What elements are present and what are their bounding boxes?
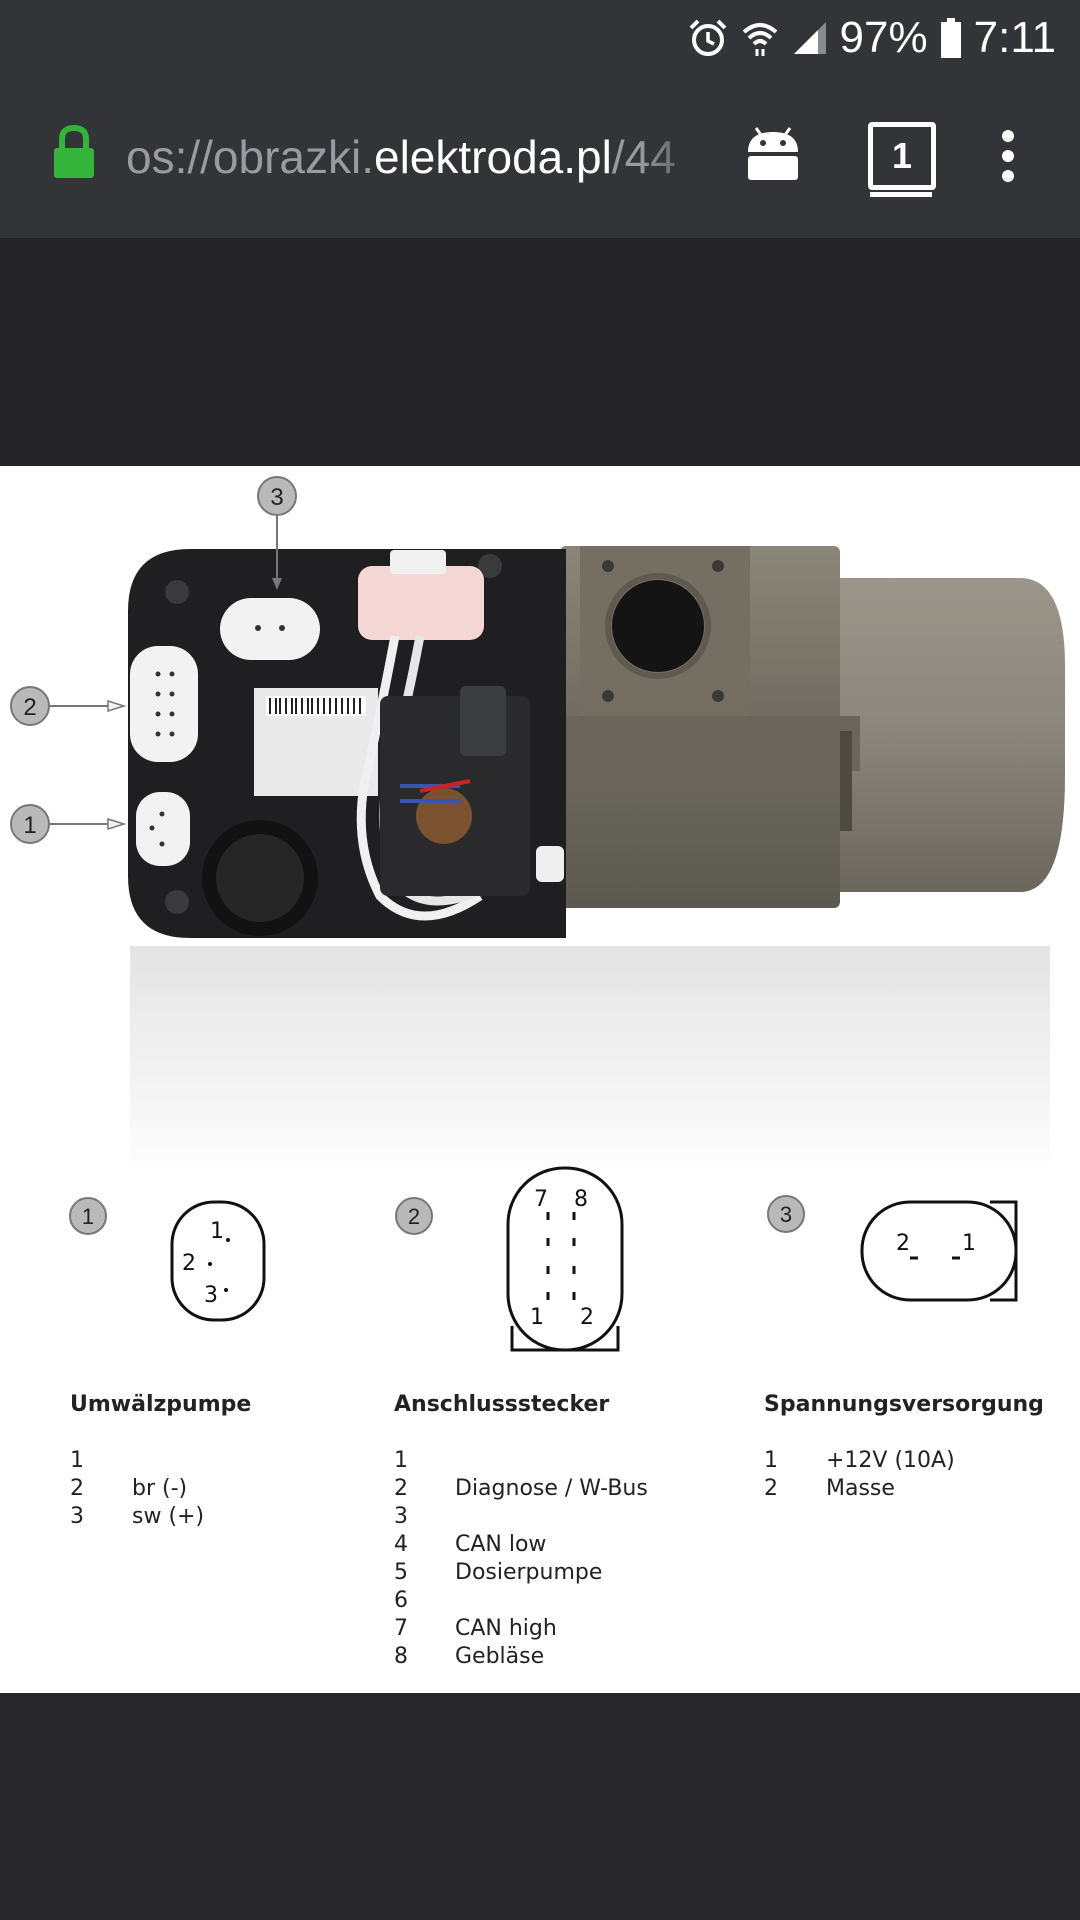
battery-icon bbox=[940, 18, 961, 58]
pin-number: 6 bbox=[394, 1588, 408, 1613]
android-icon[interactable] bbox=[744, 126, 802, 182]
pin-number: 7 bbox=[394, 1616, 408, 1641]
pin-number: 1 bbox=[70, 1448, 84, 1473]
table-row: 2 bbox=[70, 1476, 84, 1501]
status-bar: 97% 7:11 bbox=[0, 0, 1080, 76]
table-title-anschlussstecker: Anschlussstecker bbox=[394, 1392, 610, 1417]
clock: 7:11 bbox=[973, 13, 1056, 62]
browser-toolbar: os://obrazki.elektroda.pl/44 1 bbox=[0, 76, 1080, 238]
pin-label: 3 bbox=[204, 1283, 218, 1308]
pin-description: Gebläse bbox=[455, 1644, 545, 1669]
table-row: 3 bbox=[70, 1504, 84, 1529]
pin-label: 8 bbox=[574, 1187, 588, 1212]
pin-label: 1 bbox=[530, 1305, 544, 1330]
pin-description: br (-) bbox=[132, 1476, 188, 1501]
alarm-icon bbox=[689, 19, 726, 56]
url-fade bbox=[640, 122, 714, 192]
callout-label: 1 bbox=[23, 812, 36, 839]
pin-label: 2 bbox=[896, 1231, 910, 1256]
callout-label: 2 bbox=[23, 694, 36, 721]
viewed-image[interactable]: 3 2 1 1 1 2 3 2 7 8 1 2 3 bbox=[0, 466, 1080, 1693]
table-title-spannungsversorgung: Spannungsversorgung bbox=[764, 1392, 1044, 1417]
url-scheme: os://obrazki. bbox=[126, 131, 374, 183]
pin-label: 1 bbox=[962, 1231, 976, 1256]
battery-percent: 97% bbox=[839, 13, 928, 62]
pin-number: 3 bbox=[70, 1504, 84, 1529]
pin-number: 2 bbox=[70, 1476, 84, 1501]
table-row: 1 bbox=[70, 1448, 84, 1473]
signal-icon bbox=[793, 22, 826, 54]
tab-switcher-button[interactable]: 1 bbox=[868, 122, 936, 190]
pin-label: 2 bbox=[182, 1251, 196, 1276]
pin-number: 2 bbox=[394, 1476, 408, 1501]
wifi-icon bbox=[742, 23, 777, 56]
lock-icon[interactable] bbox=[52, 124, 96, 180]
pin-label: 1 bbox=[210, 1219, 224, 1244]
connector-1-diagram: 1 1 2 3 bbox=[69, 1197, 266, 1322]
connector-number: 2 bbox=[408, 1204, 420, 1229]
pin-description: Diagnose / W-Bus bbox=[455, 1476, 648, 1501]
page-bottom-background bbox=[0, 1693, 1080, 1920]
pin-description: CAN low bbox=[455, 1532, 547, 1557]
callout-label: 3 bbox=[270, 484, 283, 511]
overflow-menu-icon[interactable] bbox=[1000, 128, 1016, 184]
pin-description: sw (+) bbox=[132, 1504, 205, 1529]
pin-description: +12V (10A) bbox=[826, 1448, 955, 1473]
url-bar[interactable]: os://obrazki.elektroda.pl/44 bbox=[126, 122, 712, 192]
pin-label: 2 bbox=[580, 1305, 594, 1330]
pin-description: CAN high bbox=[455, 1616, 557, 1641]
tab-switcher-underline bbox=[870, 192, 932, 197]
pin-number: 1 bbox=[764, 1448, 778, 1473]
pin-description: Dosierpumpe bbox=[455, 1560, 603, 1585]
pin-number: 5 bbox=[394, 1560, 408, 1585]
status-icons: 97% 7:11 bbox=[688, 8, 1056, 68]
page-top-background bbox=[0, 238, 1080, 466]
pin-description: Masse bbox=[826, 1476, 895, 1501]
pin-label: 7 bbox=[534, 1187, 548, 1212]
pin-number: 2 bbox=[764, 1476, 778, 1501]
connector-number: 1 bbox=[82, 1204, 94, 1229]
connector-number: 3 bbox=[780, 1202, 792, 1227]
connector-3-diagram: 3 2 1 bbox=[767, 1195, 1018, 1302]
pin-number: 1 bbox=[394, 1448, 408, 1473]
table-title-umwaelzpumpe: Umwälzpumpe bbox=[70, 1392, 252, 1417]
connector-2-diagram: 2 7 8 1 2 bbox=[395, 1166, 624, 1352]
pin-number: 3 bbox=[394, 1504, 408, 1529]
pin-number: 8 bbox=[394, 1644, 408, 1669]
heater-photo: 3 2 1 bbox=[10, 476, 1065, 1166]
pin-number: 4 bbox=[394, 1532, 408, 1557]
url-host: elektroda.pl bbox=[374, 131, 612, 183]
